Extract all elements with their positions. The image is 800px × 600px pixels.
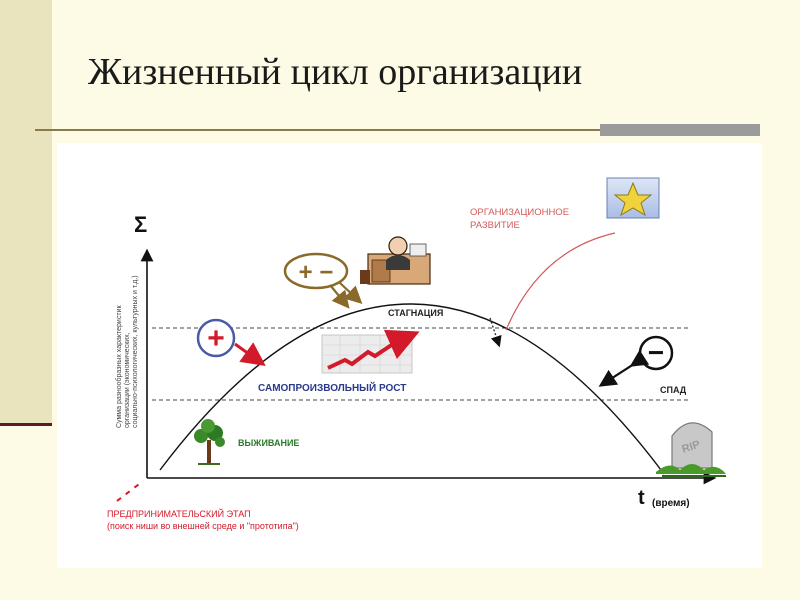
star-icon	[606, 177, 660, 219]
x-axis-unit: (время)	[652, 498, 690, 509]
entrepreneurial-stage-label: ПРЕДПРИНИМАТЕЛЬСКИЙ ЭТАП	[107, 508, 251, 519]
stage-growth-label: САМОПРОИЗВОЛЬНЫЙ РОСТ	[258, 381, 406, 394]
y-caption-line-3: социально-психологических, культурных и …	[132, 275, 139, 428]
minus-circle-text: −	[648, 337, 664, 368]
development-curve	[505, 232, 616, 331]
stagnation-drop-arrow	[489, 317, 502, 348]
tombstone-text: RIP	[680, 439, 701, 456]
stage-stagnation-label: СТАГНАЦИЯ	[388, 308, 443, 318]
development-label-line-1: ОРГАНИЗАЦИОННОЕ	[470, 207, 569, 218]
slide-title: Жизненный цикл организации	[88, 51, 583, 93]
minus-arrow	[598, 349, 650, 387]
plus-minus-arrow-2	[339, 282, 363, 305]
plus-minus-arrow-1	[329, 284, 350, 309]
axes: Σ t (время) Сумма разнообразных характер…	[115, 212, 717, 509]
minus-circle-icon: −	[638, 335, 674, 371]
entrepreneurial-start-dash	[116, 480, 144, 502]
plus-arrow	[234, 342, 266, 366]
businessman-desk-icon	[360, 236, 431, 285]
plus-minus-badge: + −	[283, 252, 349, 290]
y-axis-caption: Сумма разнообразных характеристик органи…	[115, 275, 139, 428]
plus-circle-icon: +	[196, 318, 236, 358]
left-decor-line	[0, 423, 52, 426]
stage-survival-label: ВЫЖИВАНИЕ	[238, 438, 299, 448]
y-caption-line-2: организации (экономических,	[124, 332, 131, 428]
left-decor-bar	[0, 0, 52, 425]
plus-minus-text: + −	[299, 259, 334, 286]
title-underline	[35, 129, 600, 131]
y-caption-line-1: Сумма разнообразных характеристик	[115, 305, 123, 428]
x-axis-symbol: t	[638, 487, 645, 509]
y-axis-symbol: Σ	[134, 212, 147, 237]
development-label-line-2: РАЗВИТИЕ	[470, 220, 520, 231]
growth-chart-icon	[321, 329, 420, 374]
stage-decline-label: СПАД	[660, 385, 687, 395]
entrepreneurial-note-label: (поиск ниши во внешней среде и "прототип…	[107, 521, 299, 531]
life-cycle-curve	[159, 303, 665, 475]
tree-icon	[194, 419, 225, 465]
title-underline-accent	[600, 124, 760, 136]
plus-circle-text: +	[207, 322, 225, 355]
tombstone-icon: RIP	[656, 422, 726, 477]
